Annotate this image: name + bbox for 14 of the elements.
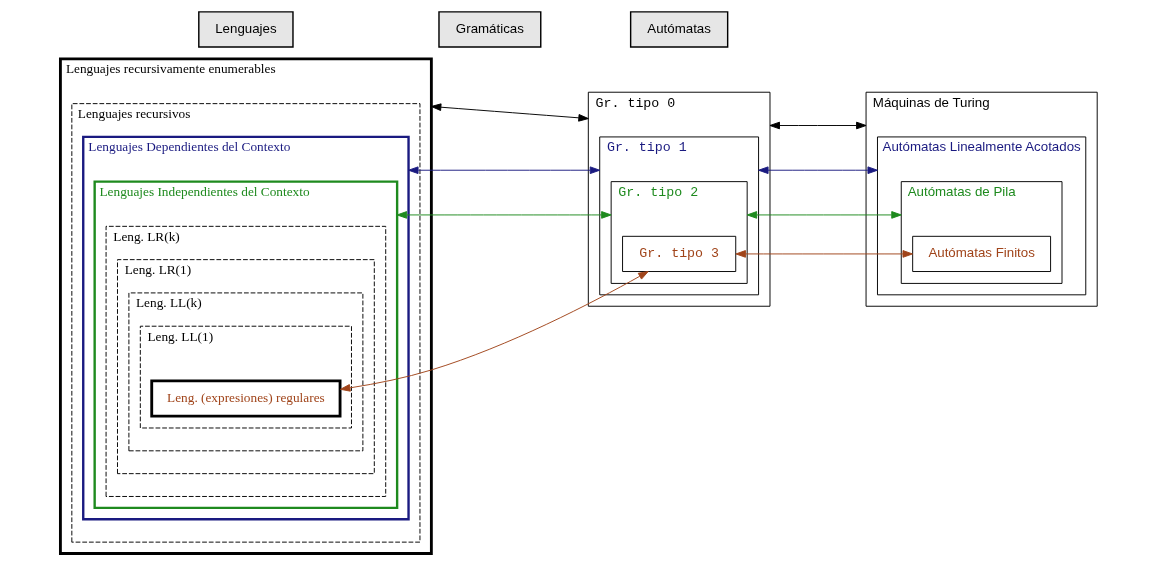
arrow [746, 211, 902, 219]
node-box: Leng. (expresiones) regulares [149, 379, 341, 418]
node-box: Autómatas Finitos [911, 235, 1051, 272]
node-box: Gramáticas [437, 11, 541, 48]
arrow [339, 271, 649, 392]
node-box: Gr. tipo 3 [621, 235, 736, 272]
arrow [769, 121, 867, 130]
node-box: Autómatas [629, 11, 728, 48]
arrow [407, 166, 600, 175]
arrow [430, 103, 589, 122]
node-box: Lenguajes [197, 11, 294, 48]
arrow [396, 211, 612, 219]
arrow [757, 166, 878, 175]
arrow [734, 250, 913, 258]
